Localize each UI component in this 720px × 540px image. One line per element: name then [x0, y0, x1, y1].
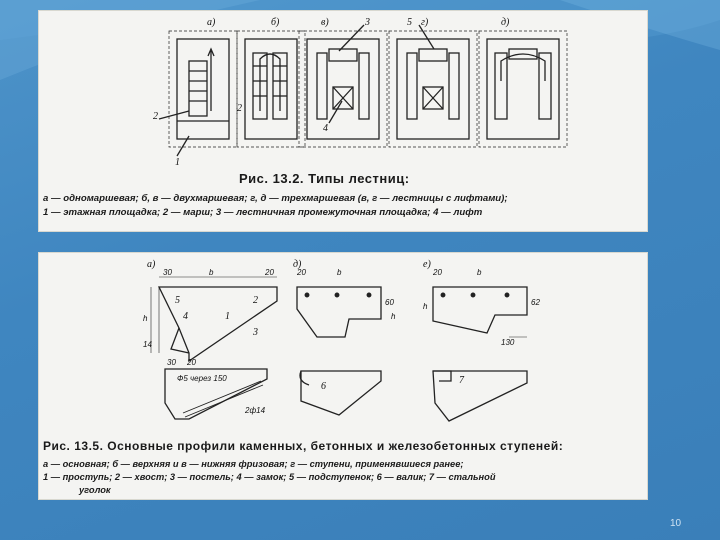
dim-20: 20	[264, 268, 274, 277]
figure-bottom-line-2: 1 — проступь; 2 — хвост; 3 — постель; 4 …	[43, 472, 496, 482]
dim-h: h	[143, 314, 148, 323]
stair-types-drawing: а) б) в) г) д) 1 2 2 3 4 5	[153, 17, 568, 168]
figure-bottom-line-3: уголок	[79, 485, 111, 495]
figure-bottom-title: Рис. 13.5. Основные профили каменных, бе…	[43, 439, 564, 453]
callout-2a: 2	[153, 111, 158, 122]
profile-label-e: е)	[423, 259, 431, 270]
figure-top-line-2: 1 — этажная площадка; 2 — марш; 3 — лест…	[43, 207, 483, 218]
profile-label-a: а)	[147, 259, 156, 270]
step-callout-2: 2	[253, 295, 258, 306]
dim-b-e: b	[477, 268, 482, 277]
panel-label-b: б)	[271, 17, 280, 28]
figure-top-line-1: а — одномаршевая; б, в — двухмаршевая; г…	[43, 193, 508, 204]
panel-label-a: а)	[207, 17, 216, 28]
step-callout-7: 7	[459, 375, 465, 386]
callout-5: 5	[407, 17, 412, 28]
dim-30: 30	[163, 268, 172, 277]
step-callout-3: 3	[252, 327, 258, 338]
callout-1: 1	[175, 157, 180, 168]
panel-label-c: в)	[321, 17, 329, 28]
step-callout-5: 5	[175, 295, 180, 306]
dim-h-d: h	[391, 312, 396, 321]
callout-4: 4	[323, 123, 328, 134]
profile-label-d: д)	[293, 259, 302, 270]
callout-3: 3	[364, 17, 370, 28]
dim-62: 62	[531, 298, 540, 307]
dim-30-bottom: 30	[167, 358, 176, 367]
dim-14: 14	[143, 340, 152, 349]
step-callout-6: 6	[321, 381, 326, 392]
dim-20-e: 20	[432, 268, 442, 277]
plan-a-wall	[176, 38, 230, 140]
dim-20-bottom: 20	[186, 358, 196, 367]
figure-bottom-line-1: а — основная; б — верхняя и в — нижняя ф…	[43, 459, 464, 469]
dim-130: 130	[501, 338, 515, 347]
step-callout-4: 4	[183, 311, 188, 322]
step-profiles-drawing: а) д) е) 30 b 20 20 b 20 b h 14 30 20 60…	[143, 259, 540, 422]
dim-60: 60	[385, 298, 394, 307]
figure-stair-types: а) б) в) г) д) 1 2 2 3 4 5 Рис. 13.2. Ти…	[38, 10, 648, 232]
panel-label-e: д)	[501, 17, 510, 28]
dim-rebar: 2ф14	[244, 406, 266, 415]
callout-2b: 2	[237, 103, 242, 114]
step-callout-1: 1	[225, 311, 230, 322]
dim-h-e: h	[423, 302, 428, 311]
dim-20-d: 20	[296, 268, 306, 277]
panel-label-d: г)	[421, 17, 429, 28]
figure-top-title: Рис. 13.2. Типы лестниц:	[239, 171, 410, 186]
slide-number: 10	[670, 518, 682, 529]
dim-b-d: b	[337, 268, 342, 277]
dim-rebar-spacing: Ф5 через 150	[177, 374, 227, 383]
figure-step-profiles: а) д) е) 30 b 20 20 b 20 b h 14 30 20 60…	[38, 252, 648, 500]
dim-b: b	[209, 268, 214, 277]
